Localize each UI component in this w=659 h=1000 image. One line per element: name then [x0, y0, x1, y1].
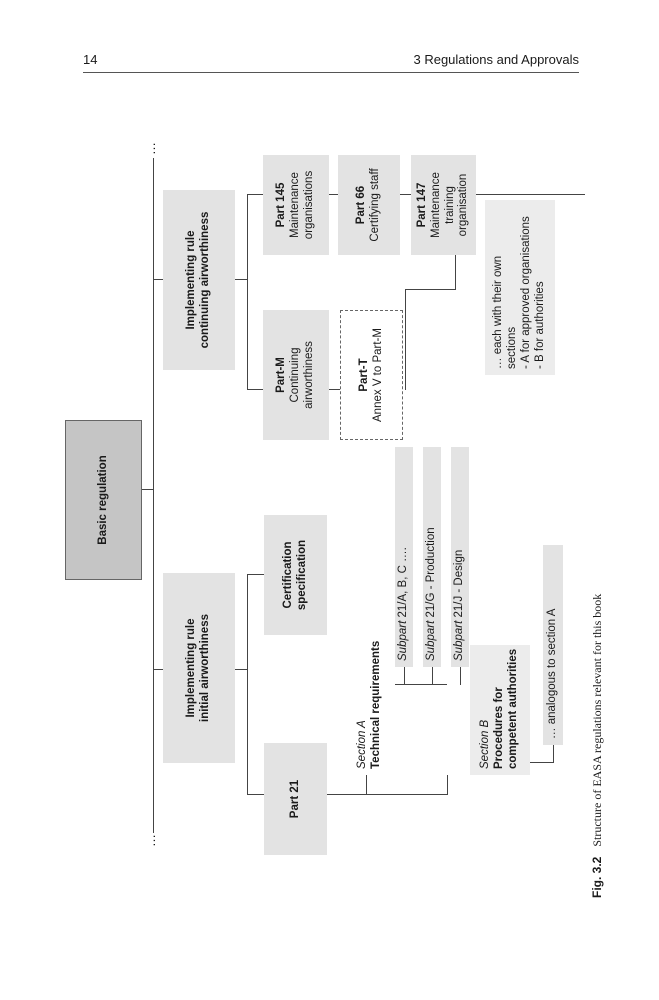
page-number: 14 [83, 52, 98, 67]
subpart-3-italic: Subpart [453, 620, 466, 661]
sections-note-line3: - A for approved organisations [520, 216, 532, 369]
continuing-down-line [235, 279, 247, 280]
part-m-box: Part-M Continuing airworthiness [263, 310, 329, 440]
subpart2-line [432, 667, 433, 685]
note-connector-line [405, 289, 455, 290]
part147-line2: organisation [457, 173, 470, 237]
left-ellipsis: … [143, 834, 158, 847]
subpart-1-text: Subpart 21/A, B, C …. [397, 547, 411, 661]
subpart-2-italic: Subpart [425, 620, 438, 661]
branch-cert-line [247, 574, 264, 575]
ir-continuing-line1: Implementing rule [185, 230, 198, 330]
section-b-label: Section B [479, 719, 492, 769]
part147-title: Part 147 [415, 182, 428, 228]
part145-box: Part 145 Maintenance organisations [263, 155, 329, 255]
easa-structure-diagram: … … Basic regulation Implementing rule i… [65, 142, 595, 855]
section-a-trunk-line [395, 684, 447, 685]
subpart-3-rest: 21/J - Design [453, 549, 466, 621]
sections-note-line2: sections [506, 326, 519, 369]
subpart-3-text: Subpart 21/J - Design [453, 550, 467, 661]
sections-note-line4: - B for authorities [533, 281, 546, 369]
basic-regulation-label: Basic regulation [96, 455, 109, 545]
sections-note-line1: … each with their own [492, 255, 505, 369]
part21-box: Part 21 [264, 743, 327, 855]
figure-label: Fig. 3.2 [590, 856, 604, 898]
part21-to-section-b-line [447, 775, 448, 795]
top-rail-line [153, 158, 154, 833]
branch-part21-line [247, 794, 264, 795]
running-head: 3 Regulations and Approvals [413, 52, 579, 67]
analogous-line [553, 745, 554, 763]
part147-box: Part 147 Maintenance training organisati… [411, 155, 476, 255]
subpart-2-box: Subpart 21/G - Production [423, 447, 441, 667]
part145-title: Part 145 [275, 182, 288, 228]
part21-label: Part 21 [288, 779, 301, 819]
part145-line1: Maintenance [289, 172, 302, 238]
rail-to-continuing-line [153, 279, 163, 280]
section-b-box: Section B Procedures for competent autho… [470, 645, 530, 775]
figure-caption: Fig. 3.2 Structure of EASA regulations re… [590, 518, 610, 898]
subpart-1-box: Subpart 21/A, B, C …. [395, 447, 413, 667]
part-t-title: Part-T [357, 358, 370, 392]
analogous-box: … analogous to section A [543, 545, 563, 745]
ir-continuing-box: Implementing rule continuing airworthine… [163, 190, 235, 370]
part-t-line1: Annex V to Part-M [371, 328, 384, 422]
section-a-box: Section A Technical requirements [345, 600, 395, 775]
cert-spec-box: Certification specification [264, 515, 327, 635]
part66-title: Part 66 [355, 185, 368, 225]
section-b-title1: Procedures for [493, 687, 506, 769]
page-header: 14 3 Regulations and Approvals [0, 0, 659, 80]
part66-line1: Certifying staff [369, 168, 381, 242]
subpart-3-box: Subpart 21/J - Design [451, 447, 469, 667]
rail-to-initial-line [153, 669, 163, 670]
part21-to-section-a-line [366, 775, 367, 795]
section-b-title2: competent authorities [506, 648, 519, 769]
ir-continuing-line2: continuing airworthiness [199, 211, 211, 349]
figure-caption-text: Structure of EASA regulations relevant f… [590, 593, 604, 847]
partt-connector-line [405, 290, 406, 390]
subpart-1-italic: Subpart [397, 620, 410, 661]
subpart-2-text: Subpart 21/G - Production [425, 527, 439, 661]
part147-line1: Maintenance training [429, 172, 456, 238]
part145-line2: organisations [302, 170, 315, 240]
analogous-text: … analogous to section A [546, 608, 559, 739]
subpart-2-rest: 21/G - Production [425, 527, 438, 621]
cert-spec-line1: Certification [281, 541, 294, 609]
cert-spec-line2: specification [295, 539, 308, 611]
basic-to-rail-line [142, 489, 153, 490]
right-ellipsis: … [143, 142, 158, 155]
branch-partm-line [247, 389, 263, 390]
section-a-label: Section A [356, 720, 369, 769]
ir-initial-line1: Implementing rule [185, 618, 198, 718]
subpart-1-rest: 21/A, B, C …. [397, 547, 410, 621]
partm-parttt-line [329, 389, 340, 390]
header-rule [83, 72, 579, 73]
subpart1-line [404, 667, 405, 685]
part-m-line2: airworthiness [302, 341, 315, 409]
initial-down-line [235, 669, 247, 670]
ir-initial-line2: initial airworthiness [199, 614, 211, 722]
sections-note-box: … each with their own sections - A for a… [485, 200, 555, 375]
part21-trunk-line [327, 794, 447, 795]
section-a-title: Technical requirements [370, 640, 382, 769]
part-m-line1: Continuing [289, 347, 302, 403]
ir-initial-box: Implementing rule initial airworthiness [163, 573, 235, 763]
subpart3-line [460, 667, 461, 685]
initial-branch-line [247, 575, 248, 795]
part66-box: Part 66 Certifying staff [338, 155, 400, 255]
basic-regulation-box: Basic regulation [65, 420, 142, 580]
part-t-box: Part-T Annex V to Part-M [340, 310, 403, 440]
part-m-title: Part-M [275, 357, 288, 393]
continuing-branch-line [247, 195, 248, 390]
